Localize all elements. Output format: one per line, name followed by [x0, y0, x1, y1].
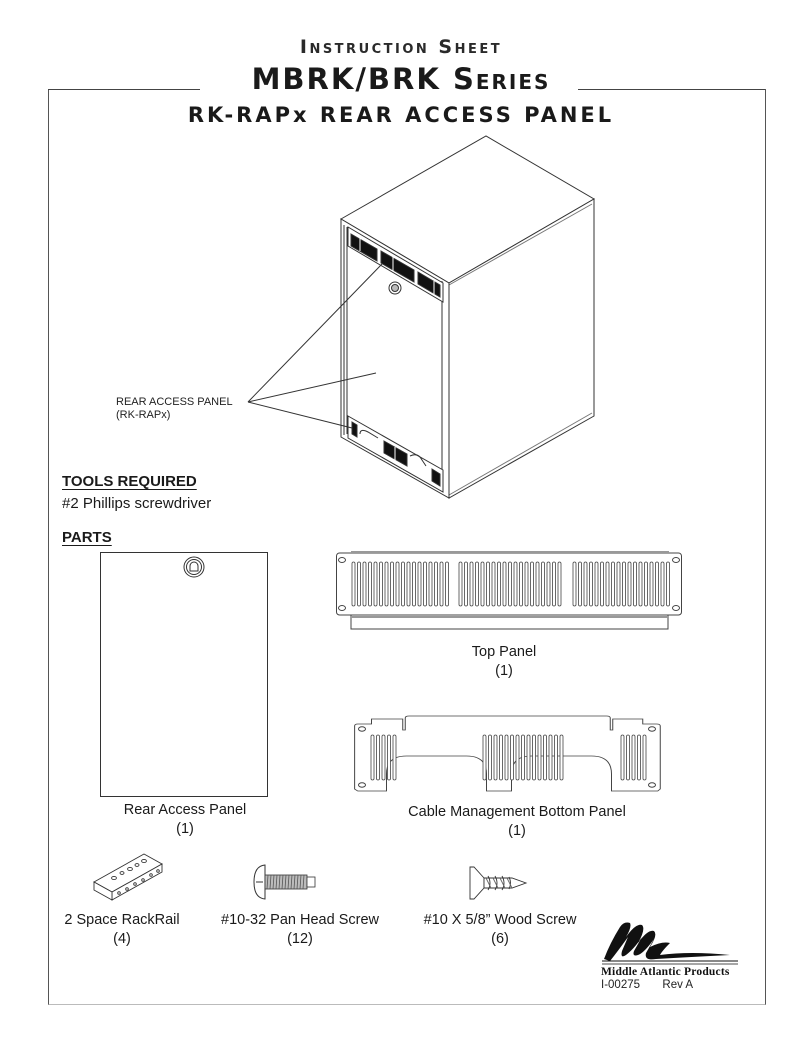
vented-top-panel-drawing	[336, 551, 682, 630]
part-caption-wood-screw: #10 X 5/8” Wood Screw (6)	[400, 911, 600, 949]
part-qty: (1)	[176, 821, 194, 837]
part-qty: (6)	[491, 931, 509, 947]
rear-access-panel-drawing	[100, 552, 268, 797]
part-name: 2 Space RackRail	[64, 912, 180, 928]
part-qty: (1)	[508, 823, 526, 839]
part-qty: (12)	[287, 931, 313, 947]
frame-top-right-rule	[578, 89, 765, 90]
tools-required-heading: TOOLS REQUIRED	[62, 473, 197, 490]
document-type-heading: Instruction Sheet	[299, 36, 503, 58]
tool-item: #2 Phillips screwdriver	[62, 495, 212, 512]
series-title: MBRK/BRK Series	[251, 62, 551, 96]
company-name: Middle Atlantic Products	[601, 966, 730, 978]
callout-line-1: REAR ACCESS PANEL	[116, 396, 233, 408]
part-qty: (4)	[113, 931, 131, 947]
part-name: Top Panel	[471, 644, 537, 660]
rackrail-drawing	[93, 853, 163, 901]
document-revision: Rev A	[662, 979, 694, 991]
middle-atlantic-logo-icon	[602, 922, 738, 965]
document-number: I-00275	[601, 979, 641, 991]
frame-top-left-rule	[48, 89, 200, 90]
part-name: #10 X 5/8” Wood Screw	[423, 912, 577, 928]
cable-management-panel-drawing	[354, 715, 661, 792]
rear-access-panel-callout: REAR ACCESS PANEL (RK-RAPx)	[116, 396, 233, 422]
parts-heading: PARTS	[62, 529, 112, 546]
callout-line-2: (RK-RAPx)	[116, 409, 171, 421]
part-name: #10-32 Pan Head Screw	[221, 912, 379, 928]
wood-screw-drawing	[469, 866, 528, 900]
part-caption-rear-access-panel: Rear Access Panel (1)	[85, 801, 285, 839]
part-caption-rackrail: 2 Space RackRail (4)	[52, 911, 192, 949]
part-qty: (1)	[495, 663, 513, 679]
part-name: Rear Access Panel	[123, 802, 247, 818]
pan-head-screw-drawing	[253, 864, 316, 900]
part-caption-pan-head-screw: #10-32 Pan Head Screw (12)	[210, 911, 390, 949]
document-id: I-00275 Rev A	[601, 979, 693, 991]
part-name: Cable Management Bottom Panel	[408, 804, 626, 820]
product-title: RK-RAPx REAR ACCESS PANEL	[187, 103, 615, 127]
part-caption-top-panel: Top Panel (1)	[404, 643, 604, 681]
page-frame	[48, 89, 766, 1005]
part-caption-cable-management-panel: Cable Management Bottom Panel (1)	[367, 803, 667, 841]
